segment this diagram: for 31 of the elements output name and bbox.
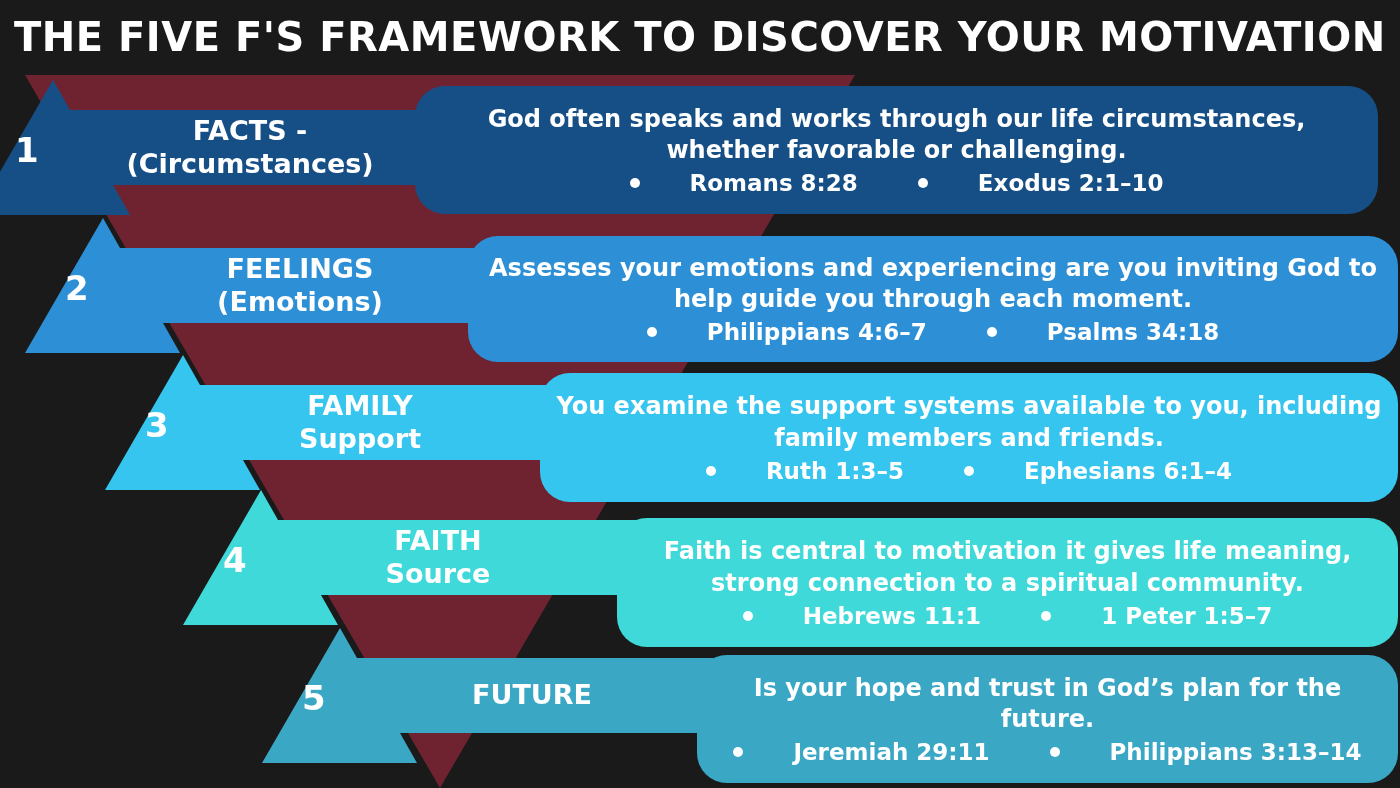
scripture-reference: Psalms 34:18 [1046,319,1220,346]
step-number: 4 [223,540,247,580]
scripture-reference: Philippians 3:13–14 [1109,739,1362,766]
step-heading: FAITH Source [384,524,492,591]
step-number: 5 [302,678,326,718]
step-heading: FUTURE [471,678,593,713]
scripture-reference: Jeremiah 29:11 [793,739,990,766]
step-heading: FEELINGS (Emotions) [216,252,384,319]
step-number: 3 [145,405,169,445]
scripture-reference: Philippians 4:6–7 [706,319,927,346]
description-card [617,518,1398,647]
step-heading: FACTS - (Circumstances) [125,114,375,181]
scripture-reference: Ephesians 6:1–4 [1024,457,1233,484]
scripture-reference: Ruth 1:3–5 [765,457,905,484]
step-heading: FAMILY Support [297,389,423,456]
scripture-reference: Romans 8:28 [689,170,858,197]
description-text: God often speaks and works through our life circumstances, whether favorable or challenging. [486,103,1307,166]
description-text: Assesses your emotions and experiencing are you inviting God to help guide you through each moment. [488,252,1378,315]
description-text: You examine the support systems available to you, including family members and friends. [555,391,1383,454]
description-card [415,86,1378,214]
step-number: 1 [15,130,39,170]
description-text: Faith is central to motivation it gives life meaning, strong connection to a spiritual community. [662,536,1353,599]
scripture-reference: Exodus 2:1–10 [977,170,1164,197]
description-card [468,236,1398,362]
step-number: 2 [65,268,89,308]
description-card [540,373,1398,502]
scripture-reference: Hebrews 11:1 [802,602,982,629]
description-card [697,655,1398,783]
scripture-reference: 1 Peter 1:5–7 [1101,602,1273,629]
description-text: Is your hope and trust in God’s plan for the future. [752,672,1343,735]
title: THE FIVE F'S FRAMEWORK TO DISCOVER YOUR MOTIVATION [14,14,1386,60]
